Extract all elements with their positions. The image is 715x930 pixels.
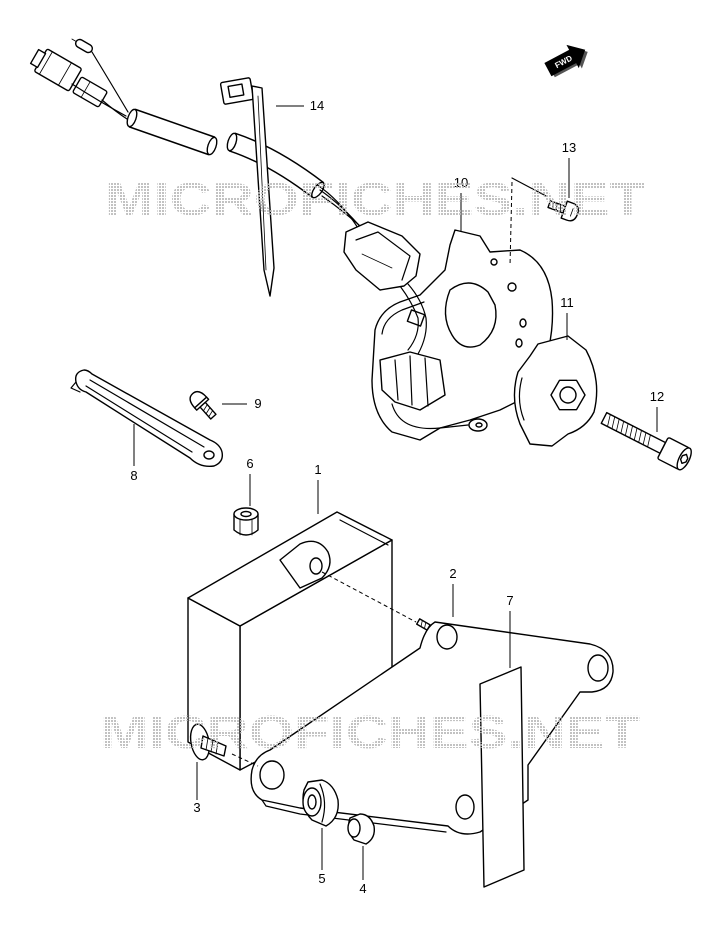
callout-6: 6 <box>246 456 253 471</box>
wire-harness <box>29 38 369 234</box>
callout-9: 9 <box>254 396 261 411</box>
watermark-top: MICROFICHES.NET <box>105 173 645 225</box>
part-10-pulser-plate <box>371 229 554 441</box>
ear-hole <box>309 557 323 575</box>
guide-line-13 <box>511 177 547 197</box>
part-14-cable-tie <box>219 77 275 297</box>
coil-wire <box>407 283 427 355</box>
guide-line-13-dashed <box>509 181 513 267</box>
part-3-screw <box>189 723 227 761</box>
harness-wire <box>71 83 127 117</box>
callout-12: 12 <box>650 389 664 404</box>
callout-3: 3 <box>193 800 200 815</box>
fwd-arrow-body <box>544 44 586 77</box>
bracket-hole <box>259 760 285 790</box>
guide-line-1 <box>321 571 417 623</box>
callout-13: 13 <box>562 140 576 155</box>
bracket-hole <box>455 794 475 820</box>
harness-wire <box>91 51 129 113</box>
part-13-screw <box>547 200 579 222</box>
guide-line-3 <box>231 753 259 767</box>
strap-hole <box>203 450 215 460</box>
part-11-pulser-rotor <box>513 335 598 447</box>
part-1-control-unit <box>187 511 393 771</box>
plate-center-hole <box>444 282 497 348</box>
part-5-grommet <box>302 779 339 827</box>
harness-wire <box>315 183 359 229</box>
coupler-upper <box>29 48 82 92</box>
pulser-coil <box>379 351 446 411</box>
coupler-lower <box>72 76 108 108</box>
mounting-ear <box>279 540 331 589</box>
bracket-hole <box>587 654 609 682</box>
harness-wire <box>101 99 131 122</box>
callout-10: 10 <box>454 175 468 190</box>
part-9-screw <box>189 390 217 420</box>
part-12-bolt <box>600 411 692 471</box>
bullet-connector <box>71 38 94 54</box>
callout-8: 8 <box>130 468 137 483</box>
callout-4: 4 <box>359 881 366 896</box>
harness-coupler <box>343 221 421 291</box>
part-6-nut <box>233 507 259 536</box>
part-8-strap <box>70 369 224 468</box>
callout-11: 11 <box>560 295 574 310</box>
fwd-arrow-icon: FWD <box>544 44 588 78</box>
part-7-pad <box>479 666 525 888</box>
watermark-bottom: MICROFICHES.NET <box>100 706 640 758</box>
callout-7: 7 <box>506 593 513 608</box>
bracket-hole <box>436 624 458 650</box>
callout-14: 14 <box>310 98 324 113</box>
coil-wire <box>391 403 469 430</box>
wire-clamp <box>406 309 426 327</box>
part-4-collar <box>347 813 376 845</box>
callout-2: 2 <box>449 566 456 581</box>
callout-1: 1 <box>314 462 321 477</box>
coil-wire <box>399 285 419 351</box>
callout-5: 5 <box>318 871 325 886</box>
